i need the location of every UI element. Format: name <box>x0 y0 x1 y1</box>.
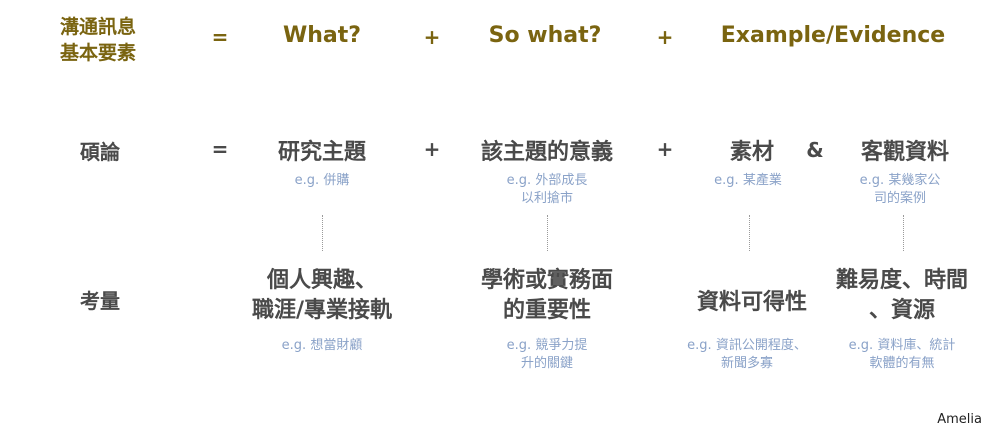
thesis-meaning-example-line2: 以利搶市 <box>520 191 573 206</box>
thesis-ampersand: & <box>806 138 824 162</box>
thesis-topic: 研究主題 <box>277 140 366 165</box>
header-example-evidence: Example/Evidence <box>720 23 946 48</box>
consider-difficulty-example-line1: e.g. 資料庫、統計 <box>848 338 956 353</box>
connector-meaning <box>547 215 548 251</box>
consider-difficulty-example: e.g. 資料庫、統計 軟體的有無 <box>832 337 972 373</box>
header-equals: = <box>211 25 229 49</box>
header-plus-2: + <box>656 25 674 49</box>
thesis-data-example-line2: 司的案例 <box>873 191 926 206</box>
thesis-meaning: 該主題的意義 <box>480 140 613 165</box>
header-label-line2: 基本要素 <box>59 42 136 64</box>
thesis-data-example-line1: e.g. 某幾家公 <box>859 173 941 188</box>
connector-data <box>903 215 904 251</box>
thesis-meaning-example: e.g. 外部成長 以利搶市 <box>477 172 617 208</box>
consider-availability-example-line2: 新聞多寡 <box>720 356 773 371</box>
header-label-line1: 溝通訊息 <box>59 16 136 38</box>
consider-importance: 學術或實務面 的重要性 <box>457 266 637 326</box>
thesis-material-example: e.g. 某產業 <box>714 173 782 188</box>
consider-difficulty-line1: 難易度、時間 <box>835 268 968 293</box>
consider-availability: 資料可得性 <box>696 290 807 315</box>
header-what: What? <box>282 23 362 48</box>
consider-availability-example: e.g. 資訊公開程度、 新聞多寡 <box>672 337 822 373</box>
consider-importance-example: e.g. 競爭力提 升的關鍵 <box>477 337 617 373</box>
header-so-what: So what? <box>488 23 602 48</box>
header-label: 溝通訊息 基本要素 <box>48 14 148 66</box>
consider-interest-line1: 個人興趣、 <box>266 268 377 293</box>
thesis-plus-1: + <box>423 137 441 161</box>
author-credit: Amelia <box>937 412 982 427</box>
consider-difficulty-line2: 、資源 <box>868 298 935 323</box>
header-plus-1: + <box>423 25 441 49</box>
consider-importance-line1: 學術或實務面 <box>480 268 613 293</box>
thesis-meaning-example-line1: e.g. 外部成長 <box>506 173 588 188</box>
consider-importance-line2: 的重要性 <box>502 298 591 323</box>
consider-interest-example: e.g. 想當財顧 <box>281 338 363 353</box>
consider-importance-example-line1: e.g. 競爭力提 <box>506 338 588 353</box>
connector-material <box>749 215 750 251</box>
consider-difficulty-example-line2: 軟體的有無 <box>869 356 935 371</box>
thesis-plus-2: + <box>656 137 674 161</box>
thesis-label: 碩論 <box>80 140 120 164</box>
thesis-equals: = <box>211 137 229 161</box>
consider-availability-example-line1: e.g. 資訊公開程度、 <box>687 338 807 353</box>
thesis-data-example: e.g. 某幾家公 司的案例 <box>835 172 965 208</box>
consider-difficulty: 難易度、時間 、資源 <box>822 266 982 326</box>
consider-interest: 個人興趣、 職涯/專業接軌 <box>232 266 412 326</box>
consider-importance-example-line2: 升的關鍵 <box>520 356 573 371</box>
thesis-topic-example: e.g. 併購 <box>294 173 350 188</box>
consider-interest-line2: 職涯/專業接軌 <box>251 298 393 323</box>
consider-label: 考量 <box>80 289 120 313</box>
connector-topic <box>322 215 323 251</box>
thesis-material: 素材 <box>729 140 774 165</box>
thesis-data: 客觀資料 <box>860 140 949 165</box>
